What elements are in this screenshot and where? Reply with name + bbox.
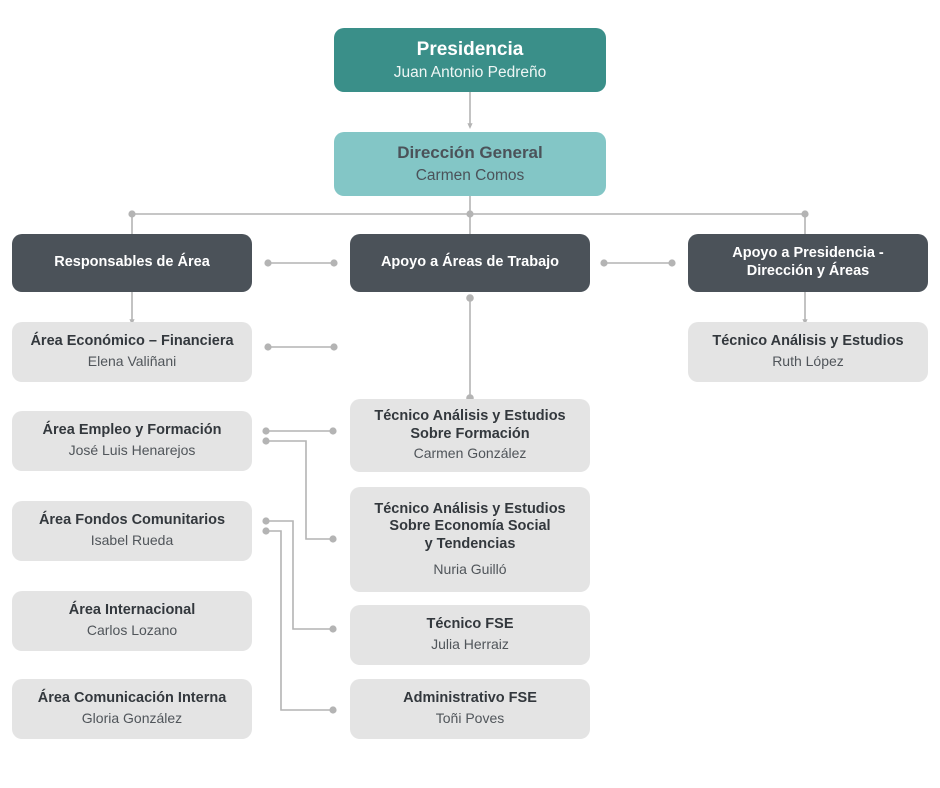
- node-presidencia[interactable]: Presidencia Juan Antonio Pedreño: [334, 28, 606, 92]
- node-tecnico-analisis-formacion-person: Carmen González: [413, 445, 527, 462]
- node-tecnico-analisis-estudios[interactable]: Técnico Análisis y Estudios Ruth López: [688, 322, 928, 382]
- node-tecnico-analisis-estudios-title: Técnico Análisis y Estudios: [712, 333, 904, 350]
- node-tecnico-fse-person: Julia Herraiz: [431, 636, 509, 653]
- node-presidencia-title: Presidencia: [416, 38, 524, 60]
- node-administrativo-fse-title: Administrativo FSE: [403, 690, 537, 707]
- node-area-empleo-formacion-title: Área Empleo y Formación: [42, 422, 222, 439]
- node-header-apoyo-areas-trabajo[interactable]: Apoyo a Áreas de Trabajo: [350, 234, 590, 292]
- connector-member-link-5: [266, 530, 333, 711]
- node-area-empleo-formacion[interactable]: Área Empleo y Formación José Luis Henare…: [12, 411, 252, 471]
- node-header-responsables-de-area[interactable]: Responsables de Área: [12, 234, 252, 292]
- node-direccion-general[interactable]: Dirección General Carmen Comos: [334, 132, 606, 196]
- node-administrativo-fse-person: Toñi Poves: [435, 710, 505, 727]
- connector-member-link-4: [266, 520, 333, 630]
- node-area-comunicacion-interna-title: Área Comunicación Interna: [37, 690, 227, 707]
- node-area-fondos-comunitarios-title: Área Fondos Comunitarios: [38, 512, 226, 529]
- node-tecnico-analisis-formacion[interactable]: Técnico Análisis y Estudios Sobre Formac…: [350, 399, 590, 472]
- node-tecnico-fse-title: Técnico FSE: [426, 616, 514, 633]
- node-direccion-general-title: Dirección General: [397, 142, 543, 162]
- node-tecnico-analisis-economia-social[interactable]: Técnico Análisis y Estudios Sobre Econom…: [350, 487, 590, 592]
- node-area-empleo-formacion-person: José Luis Henarejos: [68, 442, 196, 459]
- node-presidencia-person: Juan Antonio Pedreño: [393, 63, 547, 81]
- node-tecnico-analisis-economia-social-title: Técnico Análisis y Estudios Sobre Econom…: [374, 500, 566, 553]
- node-direccion-general-person: Carmen Comos: [415, 166, 525, 184]
- node-administrativo-fse[interactable]: Administrativo FSE Toñi Poves: [350, 679, 590, 739]
- node-header-responsables-de-area-title: Responsables de Área: [54, 254, 210, 271]
- node-area-economico-financiera-person: Elena Valiñani: [87, 353, 177, 370]
- node-area-internacional-person: Carlos Lozano: [86, 622, 178, 639]
- connector-member-link-3: [266, 440, 333, 540]
- node-area-internacional[interactable]: Área Internacional Carlos Lozano: [12, 591, 252, 651]
- node-area-economico-financiera-title: Área Económico – Financiera: [30, 333, 234, 350]
- node-area-fondos-comunitarios-person: Isabel Rueda: [90, 532, 174, 549]
- node-tecnico-analisis-economia-social-person: Nuria Guilló: [433, 560, 507, 577]
- node-area-comunicacion-interna-person: Gloria González: [81, 710, 183, 727]
- node-area-fondos-comunitarios[interactable]: Área Fondos Comunitarios Isabel Rueda: [12, 501, 252, 561]
- node-header-apoyo-areas-trabajo-title: Apoyo a Áreas de Trabajo: [380, 254, 560, 271]
- node-tecnico-analisis-formacion-title: Técnico Análisis y Estudios Sobre Formac…: [374, 408, 566, 442]
- node-header-apoyo-presidencia[interactable]: Apoyo a Presidencia - Dirección y Áreas: [688, 234, 928, 292]
- node-tecnico-fse[interactable]: Técnico FSE Julia Herraiz: [350, 605, 590, 665]
- node-area-comunicacion-interna[interactable]: Área Comunicación Interna Gloria Gonzále…: [12, 679, 252, 739]
- node-tecnico-analisis-estudios-person: Ruth López: [772, 353, 844, 370]
- node-header-apoyo-presidencia-title: Apoyo a Presidencia - Dirección y Áreas: [732, 245, 884, 279]
- node-area-internacional-title: Área Internacional: [68, 602, 196, 619]
- node-area-economico-financiera[interactable]: Área Económico – Financiera Elena Valiña…: [12, 322, 252, 382]
